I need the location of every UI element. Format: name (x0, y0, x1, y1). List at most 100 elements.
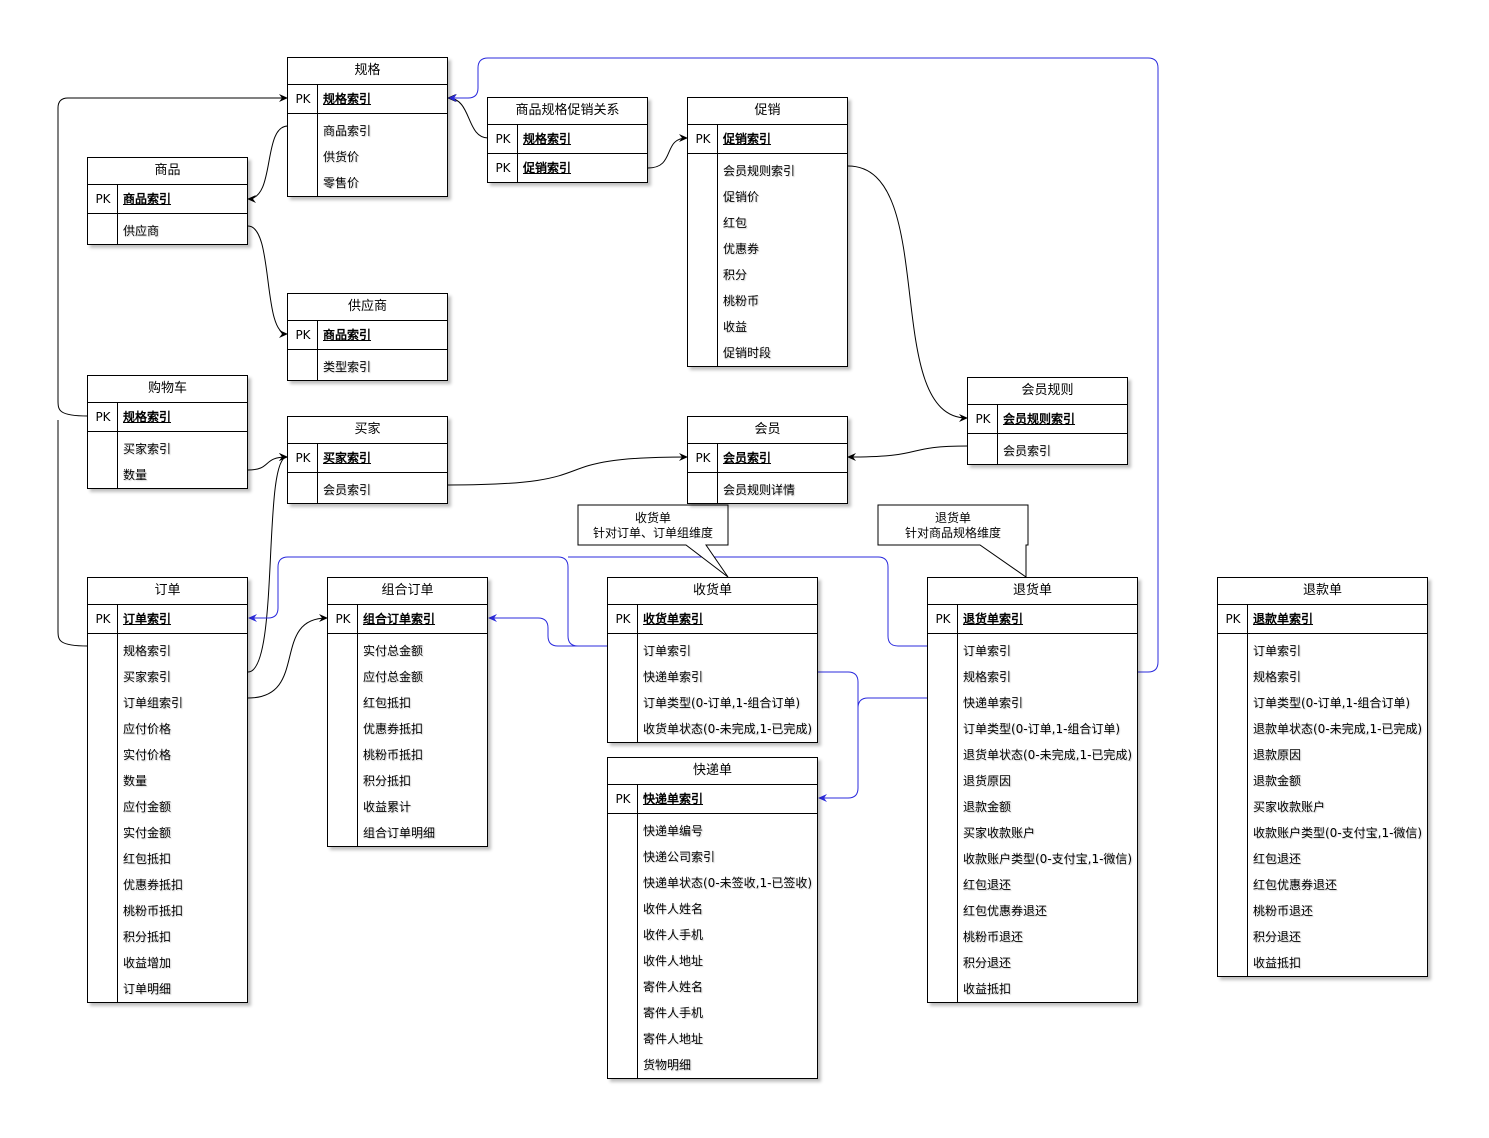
table-field: 订单索引 (643, 644, 692, 658)
table-field: 快递单索引 (643, 670, 704, 684)
field-list: 订单索引规格索引订单类型(0-订单,1-组合订单)退款单状态(0-未完成,1-已… (1218, 634, 1427, 976)
table-title: 买家 (288, 417, 447, 444)
table-field: 实付金额 (123, 826, 172, 840)
edge-cart-to-spec (57, 94, 288, 417)
table-title: 商品规格促销关系 (488, 98, 647, 125)
pk-badge: PK (695, 451, 711, 465)
edge-memberrule-to-member (847, 445, 969, 461)
pk-field-name: 商品索引 (323, 328, 372, 342)
pk-field-name: 订单索引 (123, 612, 172, 626)
table-field: 货物明细 (643, 1058, 692, 1072)
pk-field-name: 退货单索引 (963, 612, 1024, 626)
table-field: 订单类型(0-订单,1-组合订单) (1253, 696, 1411, 710)
table-field: 订单组索引 (123, 696, 184, 710)
pk-badge: PK (695, 132, 711, 146)
pk-field-name: 组合订单索引 (363, 612, 436, 626)
pk-badge: PK (295, 451, 311, 465)
pk-field-name: 规格索引 (123, 410, 172, 424)
table-field: 收件人手机 (643, 928, 704, 942)
edge-order-to-combo (247, 614, 328, 699)
table-field: 红包 (723, 216, 748, 230)
table-field: 收件人地址 (643, 954, 704, 968)
table-title: 促销 (688, 98, 847, 125)
edge-specpromo-to-spec (447, 94, 489, 139)
table-field: 供货价 (323, 150, 360, 164)
table-field: 数量 (123, 468, 148, 482)
table-field: 积分 (723, 268, 748, 282)
primary-key-row: PK 买家索引 (288, 444, 447, 473)
table-field: 红包优惠券退还 (963, 904, 1048, 918)
pk-field-name: 促销索引 (723, 132, 772, 146)
pk-badge: PK (615, 612, 631, 626)
table-title: 会员 (688, 417, 847, 444)
table-field: 订单索引 (1253, 644, 1302, 658)
table-field: 积分退还 (963, 956, 1012, 970)
table-field: 退款金额 (963, 800, 1012, 814)
table-field: 促销时段 (723, 346, 772, 360)
callout-return-line2: 针对商品规格维度 (904, 526, 1001, 540)
pk-badge: PK (295, 92, 311, 106)
table-field: 优惠券抵扣 (123, 878, 184, 892)
pk-field-name: 买家索引 (323, 451, 372, 465)
edge-product-to-supplier (247, 225, 288, 338)
pk-badge: PK (1225, 612, 1241, 626)
table-field: 优惠券 (723, 242, 760, 256)
pk-field-name: 会员索引 (723, 451, 772, 465)
table-field: 桃粉币抵扣 (363, 748, 424, 762)
field-list: 供应商 (88, 214, 247, 244)
edge-receipt-to-combo (488, 614, 608, 647)
table-field: 退款单状态(0-未完成,1-已完成) (1253, 722, 1423, 736)
pk-badge: PK (495, 161, 511, 175)
table-field: 收款账户类型(0-支付宝,1-微信) (963, 852, 1133, 866)
table-title: 快递单 (608, 758, 817, 785)
table-field: 优惠券抵扣 (363, 722, 424, 736)
edge-return-to-spec (448, 57, 1159, 673)
field-list: 实付总金额应付总金额红包抵扣优惠券抵扣桃粉币抵扣积分抵扣收益累计组合订单明细 (328, 634, 487, 846)
table-field: 订单索引 (963, 644, 1012, 658)
pk-field-name: 退款单索引 (1253, 612, 1314, 626)
table-field: 收益累计 (363, 800, 412, 814)
table-field: 应付价格 (123, 722, 172, 736)
table-field: 寄件人手机 (643, 1006, 704, 1020)
pk-badge: PK (295, 328, 311, 342)
table-field: 买家收款账户 (1253, 800, 1326, 814)
table-field: 组合订单明细 (363, 826, 436, 840)
table-title: 退货单 (928, 578, 1137, 605)
edge-order-to-spec (57, 420, 89, 647)
field-list: 商品索引供货价零售价 (288, 114, 447, 196)
table-field: 桃粉币退还 (963, 930, 1024, 944)
callout-receipt-text: 收货单 针对订单、订单组维度 (578, 511, 728, 541)
table-field: 商品索引 (323, 124, 372, 138)
callout-return-text: 退货单 针对商品规格维度 (878, 511, 1028, 541)
edge-receipt-to-express (818, 671, 859, 802)
table-field: 退款金额 (1253, 774, 1302, 788)
edge-order-to-buyer (247, 453, 288, 673)
table-field: 寄件人地址 (643, 1032, 704, 1046)
field-list: 快递单编号快递公司索引快递单状态(0-未签收,1-已签收)收件人姓名收件人手机收… (608, 814, 817, 1078)
pk-field-name: 规格索引 (323, 92, 372, 106)
field-list: 类型索引 (288, 350, 447, 380)
pk-field-name: 收货单索引 (643, 612, 704, 626)
table-field: 数量 (123, 774, 148, 788)
edge-spec-to-product (247, 125, 289, 203)
pk-field-name: 会员规则索引 (1003, 412, 1076, 426)
table-field: 积分抵扣 (123, 930, 172, 944)
